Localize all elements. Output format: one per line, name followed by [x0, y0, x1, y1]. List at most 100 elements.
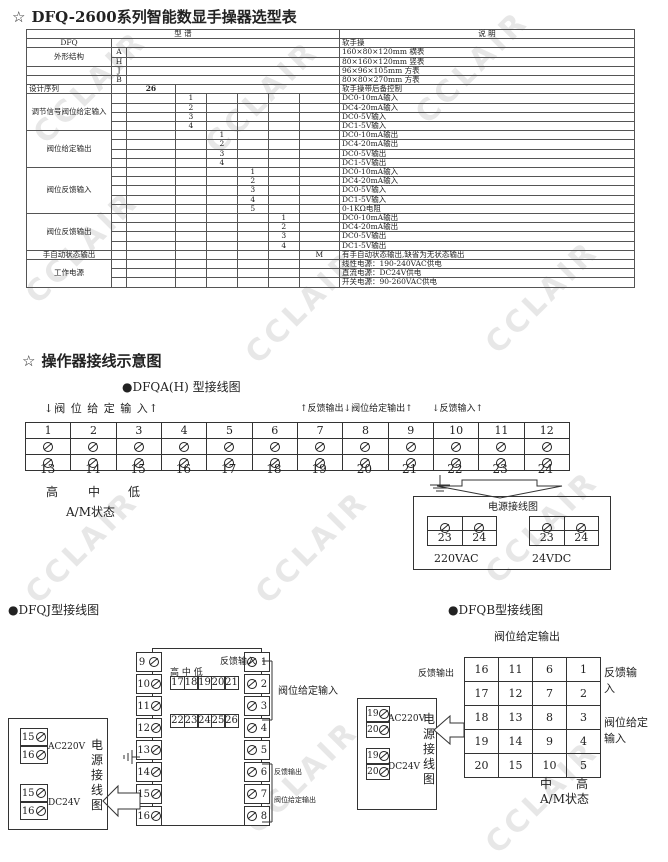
- table-cell: [111, 240, 127, 251]
- table-cell: [205, 259, 238, 270]
- terminal-number: 2: [260, 678, 268, 690]
- table-cell: [174, 194, 207, 205]
- table-cell: [298, 213, 341, 224]
- screw-icon: [246, 701, 257, 711]
- table-cell: DFQ: [26, 38, 112, 49]
- terminal-number: 23: [183, 714, 199, 728]
- star-icon: ☆: [22, 352, 36, 370]
- terminal-number: 13: [137, 744, 151, 756]
- table-cell: [205, 203, 238, 215]
- terminal: 12: [136, 718, 162, 738]
- screw-icon: [525, 439, 569, 454]
- screw-icon: [343, 439, 389, 454]
- table-cell: [205, 194, 238, 205]
- terminal-number: 12: [137, 722, 151, 734]
- dfqj-dc: DC24V: [48, 798, 81, 808]
- table-cell: 调节信号阀位给定输入: [26, 93, 112, 132]
- terminal: 19: [366, 748, 390, 764]
- table-cell: [236, 148, 269, 159]
- terminal-number: 15: [21, 787, 35, 799]
- table-cell: [111, 167, 127, 178]
- section-title-text: 操作器接线示意图: [41, 352, 162, 370]
- screw-row-top: [26, 438, 569, 454]
- screw-icon: [389, 439, 434, 454]
- table-cell: [174, 157, 207, 169]
- dfqj-hml: 高 中 低: [170, 668, 203, 678]
- dfqb-high: 高: [576, 777, 589, 791]
- label-high: 高: [46, 485, 59, 499]
- table-cell: [26, 65, 112, 77]
- table-cell: [126, 222, 176, 233]
- screw-icon: [525, 455, 569, 470]
- screw-icon: [479, 439, 525, 454]
- terminal: 16: [136, 806, 162, 826]
- terminal-cell: 14: [498, 729, 533, 754]
- table-cell: [126, 102, 176, 113]
- terminal: 15: [20, 784, 48, 802]
- table-cell: [205, 102, 238, 113]
- table-cell: [111, 222, 127, 233]
- terminal-number: 17: [170, 676, 185, 690]
- table-cell: [267, 130, 300, 141]
- terminal-number: 22: [447, 462, 463, 476]
- table-cell: H: [111, 56, 127, 67]
- terminal-number: 11: [137, 700, 151, 712]
- screw-icon: [298, 439, 344, 454]
- table-cell: 2: [174, 102, 207, 113]
- terminal-number: 11: [479, 423, 525, 438]
- terminal-number: 22: [170, 714, 185, 728]
- terminal-number: 8: [343, 423, 389, 438]
- table-cell: [126, 231, 176, 242]
- table-cell: [267, 268, 300, 279]
- table-cell: [267, 139, 300, 150]
- table-cell: [126, 194, 176, 205]
- dfqb-valve-in: 阀位给定输入: [604, 716, 648, 745]
- terminal-cell: 7: [532, 681, 567, 706]
- table-cell: 80×160×120mm 竖表: [339, 56, 635, 67]
- table-cell: [111, 111, 127, 123]
- terminal: 2: [244, 674, 270, 694]
- dfqb-fb-out: 反馈输出: [418, 669, 455, 679]
- table-cell: DC0-10mA输入: [339, 93, 635, 104]
- screw-icon: [434, 455, 480, 470]
- table-cell: [236, 213, 269, 224]
- table-cell: [236, 139, 269, 150]
- table-cell: 4: [236, 194, 269, 205]
- table-cell: [236, 268, 269, 279]
- table-cell: [298, 111, 341, 123]
- screw-icon: [246, 789, 257, 799]
- table-cell: [236, 93, 269, 104]
- table-cell: [236, 240, 269, 251]
- terminal-cell: 15: [498, 753, 533, 778]
- table-cell: [267, 148, 300, 159]
- table-cell: [298, 121, 341, 132]
- screw-icon: [246, 767, 257, 777]
- screw-icon: [36, 732, 47, 742]
- terminal-number: 20: [367, 725, 379, 735]
- terminal-number: 25: [210, 714, 226, 728]
- ac-label: 220VAC: [434, 552, 479, 565]
- terminal-number: 20: [356, 462, 373, 476]
- screw-icon: [389, 455, 434, 470]
- terminal-number: 19: [367, 751, 379, 761]
- table-cell: 开关电源：90-260VAC供电: [339, 277, 635, 288]
- table-cell: DC0-5V输入: [339, 185, 635, 196]
- table-cell: [126, 75, 340, 86]
- dfqb-am: A/M状态: [540, 792, 589, 806]
- table-cell: [298, 185, 341, 196]
- terminal-number: 16: [21, 749, 35, 761]
- dfqb-fb-in: 反馈输入: [604, 666, 637, 695]
- table-cell: [267, 121, 300, 132]
- terminal-number: 19: [197, 676, 212, 690]
- dfqb-power-label: 电源接线图: [422, 712, 435, 786]
- terminal-number: 17: [220, 462, 237, 476]
- arrow-down-icon: [436, 479, 563, 499]
- screw-icon: [253, 455, 298, 470]
- table-cell: [111, 102, 127, 113]
- table-cell: [126, 249, 176, 261]
- screw-icon: [162, 439, 208, 454]
- table-cell: 2: [205, 139, 238, 150]
- terminal: 19: [366, 706, 390, 722]
- terminal-number: 15: [137, 788, 151, 800]
